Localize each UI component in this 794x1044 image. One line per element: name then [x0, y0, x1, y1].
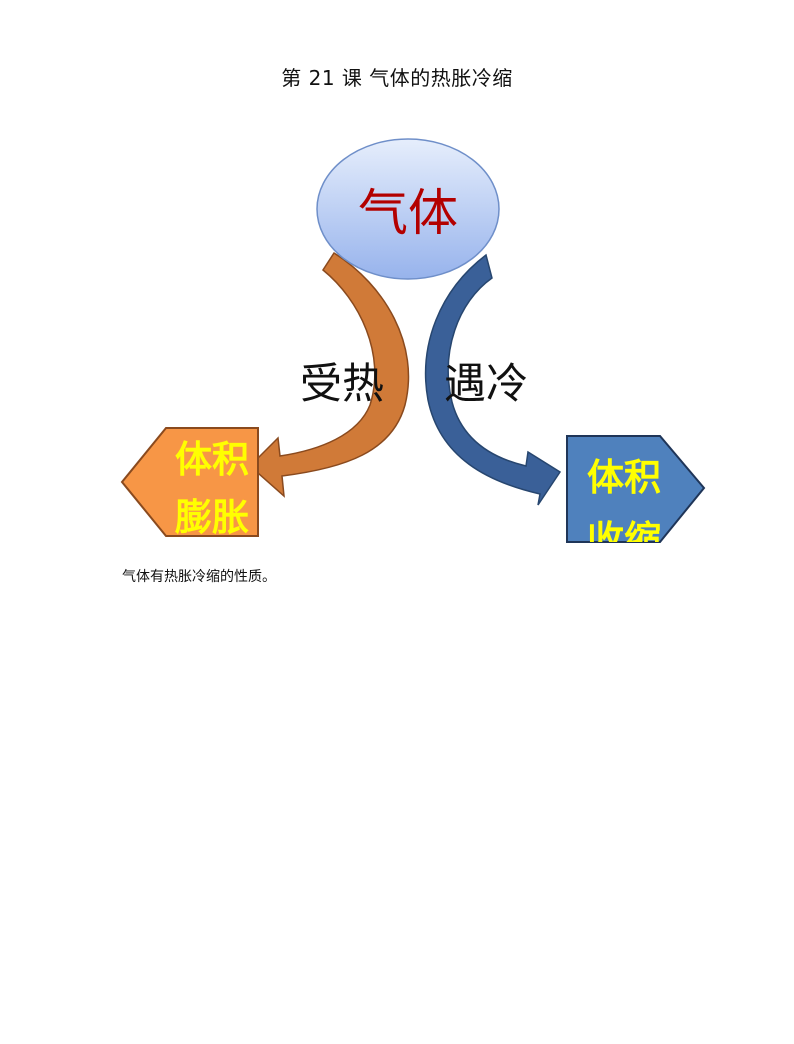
page-title: 第 21 课 气体的热胀冷缩 — [281, 66, 513, 90]
cooling-arrow — [424, 253, 562, 506]
heat-expansion-diagram: 气体 受热 遇冷 体积 膨胀 体积 收缩 — [120, 138, 706, 560]
gas-ellipse — [316, 138, 500, 280]
expand-box-line2: 膨胀 — [175, 496, 249, 539]
expand-box — [120, 427, 259, 537]
contract-box-line1: 体积 — [587, 456, 661, 499]
cooled-label: 遇冷 — [444, 359, 528, 408]
heated-label: 受热 — [300, 359, 384, 408]
heating-arrow — [248, 251, 410, 498]
caption-text: 气体有热胀冷缩的性质。 — [122, 569, 276, 585]
gas-label: 气体 — [358, 184, 458, 242]
contract-box-line2: 收缩 — [587, 518, 661, 560]
expand-box-line1: 体积 — [175, 438, 249, 481]
contract-box — [566, 435, 706, 543]
